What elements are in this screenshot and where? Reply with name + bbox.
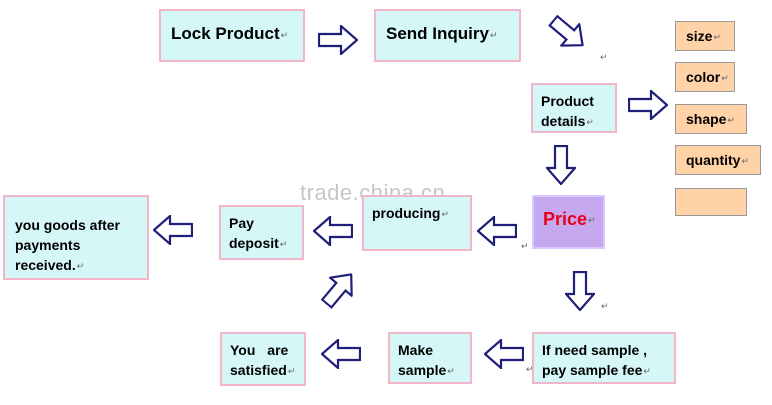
paragraph-mark: ↵ [441,209,449,220]
attribute-color-label: color [686,69,721,85]
paragraph-mark: ↵ [287,366,296,377]
satisfied-label: You are satisfied [230,342,289,378]
send-inquiry-label: Send Inquiry [386,24,489,43]
paragraph-mark: ↵ [586,117,594,128]
paragraph-mark: ↵ [526,364,534,374]
arrow-right-icon [318,25,358,55]
ship-goods-label: you goods after payments received. [15,217,121,273]
attribute-color: color↵ [675,62,735,92]
make-sample-box: Make sample↵ [388,332,472,384]
price-box: Price↵ [532,195,605,249]
product-details-label: Product details [541,93,594,129]
attribute-quantity: quantity↵ [675,145,761,175]
paragraph-mark: ↵ [280,29,289,40]
satisfied-box: You are satisfied↵ [220,332,306,386]
paragraph-mark: ↵ [600,52,608,62]
need-sample-label: If need sample , pay sample fee [542,342,648,378]
arrow-down-icon [565,271,595,311]
price-label: Price [543,209,588,229]
product-details-box: Product details↵ [531,83,617,133]
paragraph-mark: ↵ [727,114,736,125]
arrow-left-icon [313,216,353,246]
arrow-left-icon [321,339,361,369]
arrow-left-icon [153,215,193,245]
paragraph-mark: ↵ [643,366,651,377]
attribute-size-label: size [686,28,713,44]
paragraph-mark: ↵ [279,239,288,250]
attribute-empty [675,188,747,216]
arrow-left-icon [477,216,517,246]
paragraph-mark: ↵ [721,72,729,83]
arrow-left-icon [484,339,524,369]
need-sample-box: If need sample , pay sample fee↵ [532,332,676,384]
arrow-down-icon [546,145,576,185]
arrow-right-icon [628,90,668,120]
paragraph-mark: ↵ [713,31,722,42]
paragraph-mark: ↵ [521,241,529,251]
producing-label: producing [372,205,441,221]
paragraph-mark: ↵ [489,29,498,40]
attribute-size: size↵ [675,21,735,51]
attribute-quantity-label: quantity [686,152,741,168]
pay-deposit-box: Pay deposit↵ [219,205,304,260]
paragraph-mark: ↵ [76,261,85,272]
arrow-diagonal-icon [315,264,364,314]
ship-goods-box: you goods after payments received.↵ [3,195,149,280]
send-inquiry-box: Send Inquiry↵ [374,9,521,62]
paragraph-mark: ↵ [447,366,455,377]
lock-product-label: Lock Product [171,24,280,43]
lock-product-box: Lock Product↵ [159,9,305,62]
attribute-shape: shape↵ [675,104,747,134]
paragraph-mark: ↵ [741,155,749,166]
paragraph-mark: ↵ [588,215,596,226]
arrow-diagonal-icon [543,9,593,58]
pay-deposit-label: Pay deposit [229,215,279,251]
paragraph-mark: ↵ [601,301,609,311]
attribute-shape-label: shape [686,111,727,127]
producing-box: producing↵ [362,195,472,251]
make-sample-label: Make sample [398,342,447,378]
